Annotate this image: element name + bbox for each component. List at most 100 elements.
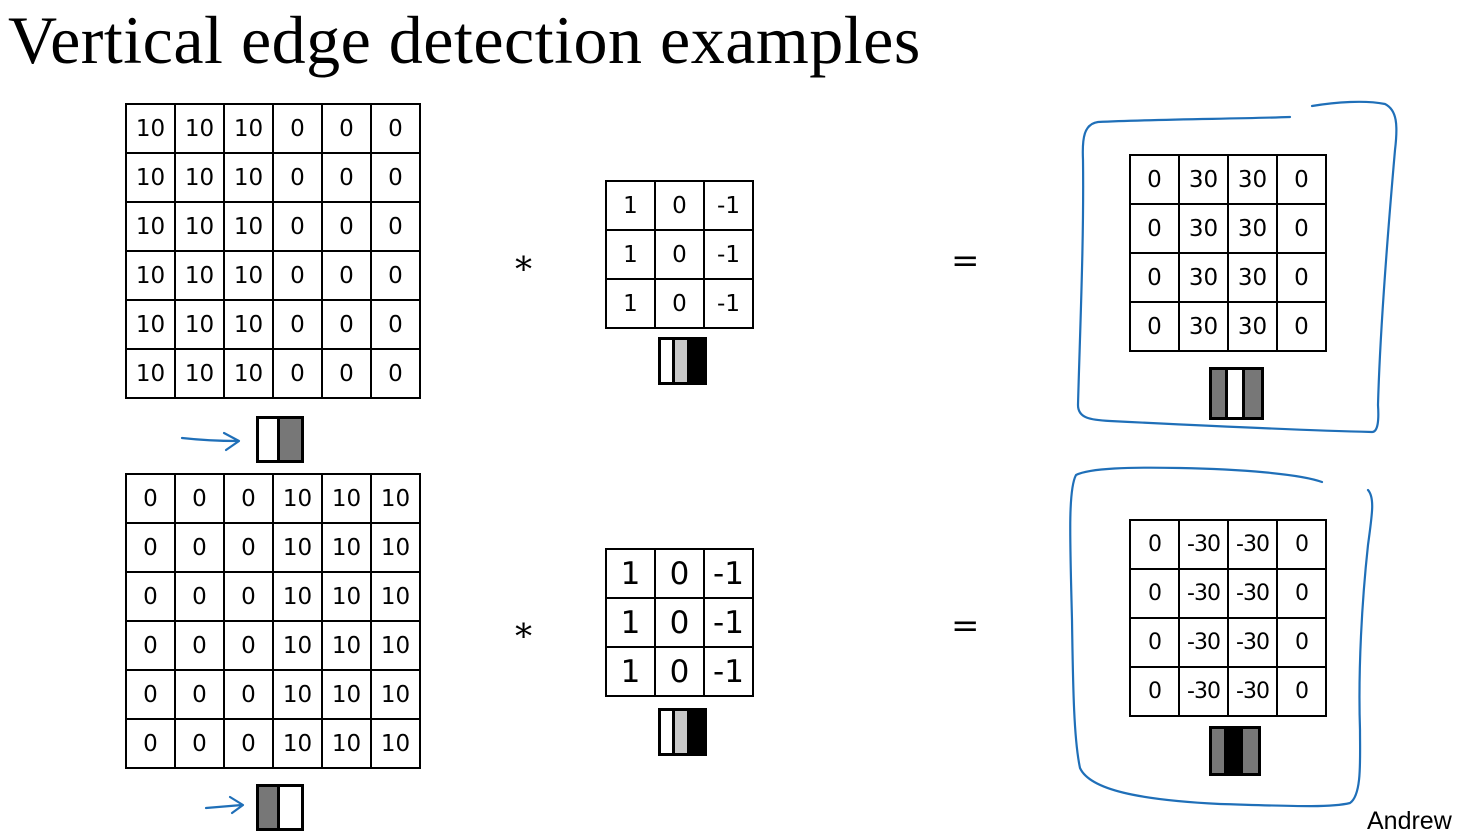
matrix-cell: -30 — [1227, 519, 1278, 570]
input-image-swatch — [256, 784, 304, 831]
swatch-band — [675, 340, 690, 382]
matrix-cell: 0 — [1276, 666, 1327, 717]
matrix-cell: 10 — [223, 299, 274, 350]
matrix-cell: 0 — [125, 620, 176, 671]
swatch-band — [661, 340, 676, 382]
matrix-cell: 0 — [272, 348, 323, 399]
matrix-cell: 10 — [223, 348, 274, 399]
matrix-cell: 0 — [321, 103, 372, 154]
matrix-cell: 10 — [370, 571, 421, 622]
matrix-cell: 0 — [321, 348, 372, 399]
matrix-cell: 10 — [174, 152, 225, 203]
swatch-band — [259, 419, 280, 460]
matrix-cell: -30 — [1178, 617, 1229, 668]
matrix-cell: 10 — [321, 522, 372, 573]
matrix-cell: 10 — [174, 348, 225, 399]
matrix-cell: 10 — [174, 250, 225, 301]
matrix-cell: 0 — [654, 229, 705, 280]
matrix-cell: 0 — [272, 250, 323, 301]
swatch-band — [1228, 370, 1245, 417]
swatch-band — [1212, 370, 1229, 417]
matrix-cell: 0 — [1129, 617, 1180, 668]
swatch-band — [661, 711, 676, 753]
arrow-icon — [180, 431, 241, 452]
matrix-cell: 0 — [1129, 301, 1180, 352]
matrix-cell: 0 — [654, 646, 705, 697]
matrix-cell: -30 — [1227, 666, 1278, 717]
matrix-cell: 10 — [370, 620, 421, 671]
swatch-band — [1212, 729, 1228, 773]
matrix-cell: 0 — [1276, 617, 1327, 668]
matrix-cell: 30 — [1178, 203, 1229, 254]
kernel-swatch — [658, 708, 707, 756]
matrix-cell: 0 — [1129, 252, 1180, 303]
matrix-cell: 30 — [1227, 154, 1278, 205]
matrix-cell: 1 — [605, 180, 656, 231]
matrix-cell: 10 — [125, 299, 176, 350]
matrix-cell: 0 — [1129, 568, 1180, 619]
swatch-band — [675, 711, 690, 753]
matrix-cell: 0 — [1129, 154, 1180, 205]
matrix-cell: 0 — [1276, 154, 1327, 205]
matrix-cell: 0 — [1129, 203, 1180, 254]
matrix-cell: 0 — [223, 669, 274, 720]
matrix-cell: 0 — [370, 299, 421, 350]
matrix-cell: 0 — [125, 522, 176, 573]
matrix-cell: 10 — [370, 718, 421, 769]
matrix-cell: 0 — [125, 669, 176, 720]
matrix-cell: 0 — [654, 180, 705, 231]
matrix-cell: 0 — [654, 548, 705, 599]
matrix-cell: 1 — [605, 278, 656, 329]
matrix-cell: -1 — [703, 597, 754, 648]
arrow-icon — [204, 795, 245, 815]
swatch-band — [1244, 370, 1261, 417]
matrix-cell: 0 — [223, 473, 274, 524]
swatch-band — [689, 340, 704, 382]
matrix-cell: 0 — [370, 152, 421, 203]
matrix-cell: -30 — [1227, 568, 1278, 619]
matrix-cell: 0 — [223, 522, 274, 573]
matrix-cell: 0 — [272, 103, 323, 154]
equals-sign: = — [951, 606, 980, 646]
matrix-cell: 10 — [272, 718, 323, 769]
swatch-band — [259, 787, 280, 828]
swatch-band — [689, 711, 704, 753]
input-image-swatch — [256, 416, 304, 463]
matrix-cell: 30 — [1227, 301, 1278, 352]
swatch-band — [280, 419, 301, 460]
matrix-cell: 10 — [272, 522, 323, 573]
output-swatch — [1209, 367, 1264, 420]
matrix-cell: 10 — [223, 250, 274, 301]
swatch-band — [1227, 729, 1243, 773]
matrix-cell: 10 — [174, 299, 225, 350]
matrix-cell: -30 — [1178, 519, 1229, 570]
matrix-cell: -30 — [1227, 617, 1278, 668]
matrix-cell: 0 — [370, 103, 421, 154]
matrix-cell: 0 — [1276, 301, 1327, 352]
matrix-cell: 0 — [174, 571, 225, 622]
matrix-cell: 10 — [174, 103, 225, 154]
matrix-cell: 0 — [174, 669, 225, 720]
matrix-cell: 0 — [272, 152, 323, 203]
matrix-cell: 10 — [272, 669, 323, 720]
